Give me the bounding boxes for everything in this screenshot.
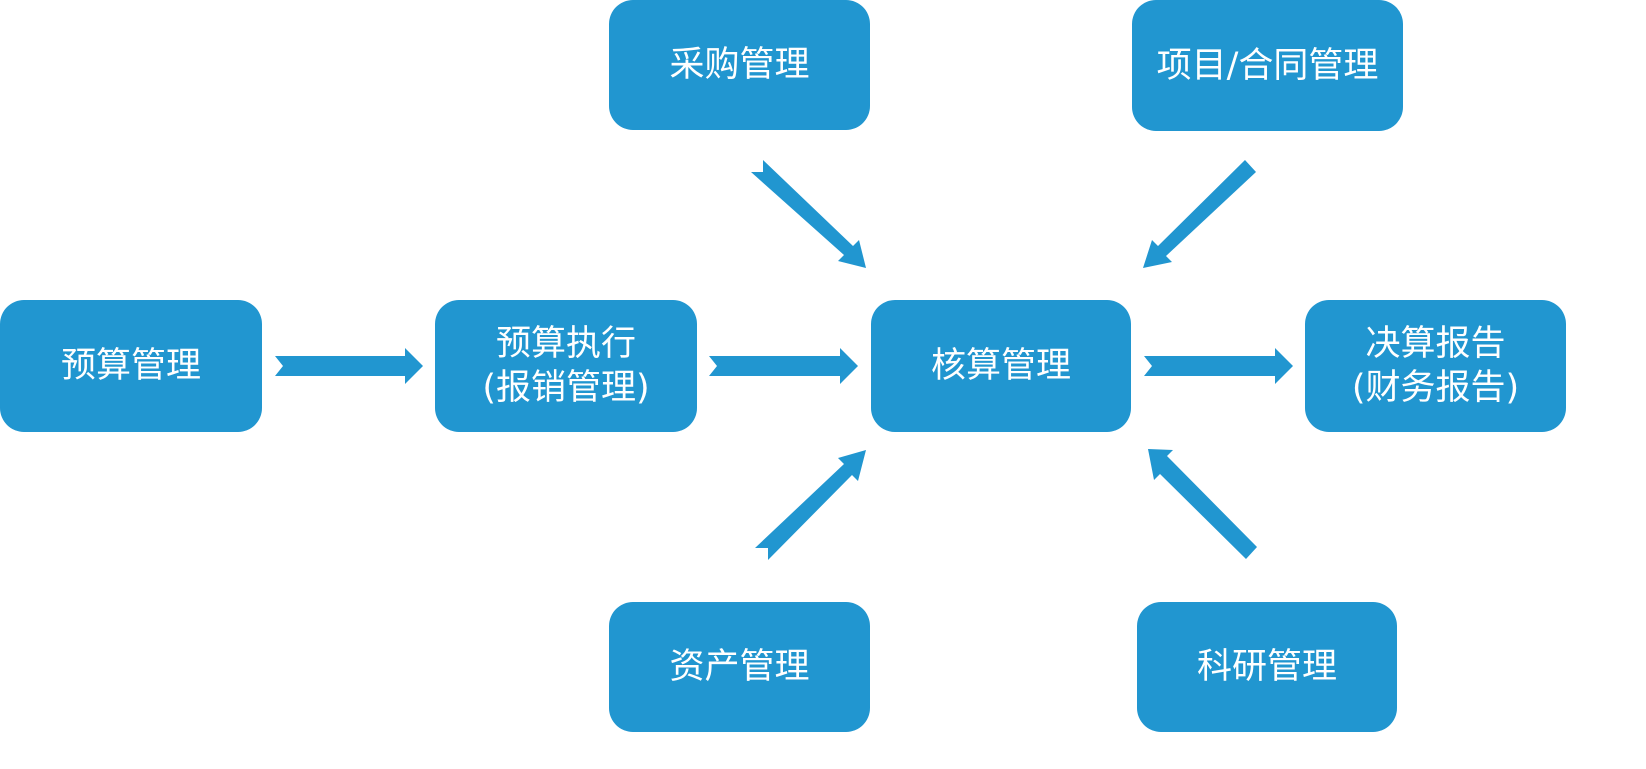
node-label: 采购管理 [669,45,810,85]
node-budget-management: 预算管理 [0,300,262,432]
node-asset-management: 资产管理 [609,602,870,732]
node-label: 科研管理 [1196,647,1337,687]
arrow-procurement-to-accounting [751,160,866,268]
arrow-assets-to-accounting [755,450,866,560]
node-budget-execution: 预算执行 (报销管理) [435,300,697,432]
node-procurement-management: 采购管理 [609,0,870,130]
arrow-project-to-accounting [1143,160,1256,268]
node-final-report: 决算报告 (财务报告) [1305,300,1566,432]
node-label: 项目/合同管理 [1156,45,1379,86]
arrow-execution-to-accounting [709,348,858,384]
node-label: 核算管理 [930,346,1071,386]
node-sublabel: (财务报告) [1351,368,1520,408]
arrow-accounting-to-final [1144,348,1293,384]
node-label: 资产管理 [669,647,810,687]
arrow-budget-to-execution [275,348,423,384]
arrow-research-to-accounting [1148,449,1257,559]
node-project-contract-management: 项目/合同管理 [1132,0,1403,131]
node-label: 预算执行 [495,324,636,364]
node-label: 预算管理 [60,346,201,386]
node-research-management: 科研管理 [1137,602,1397,732]
node-label: 决算报告 [1365,324,1506,364]
node-accounting-management: 核算管理 [871,300,1131,432]
node-sublabel: (报销管理) [482,368,650,408]
